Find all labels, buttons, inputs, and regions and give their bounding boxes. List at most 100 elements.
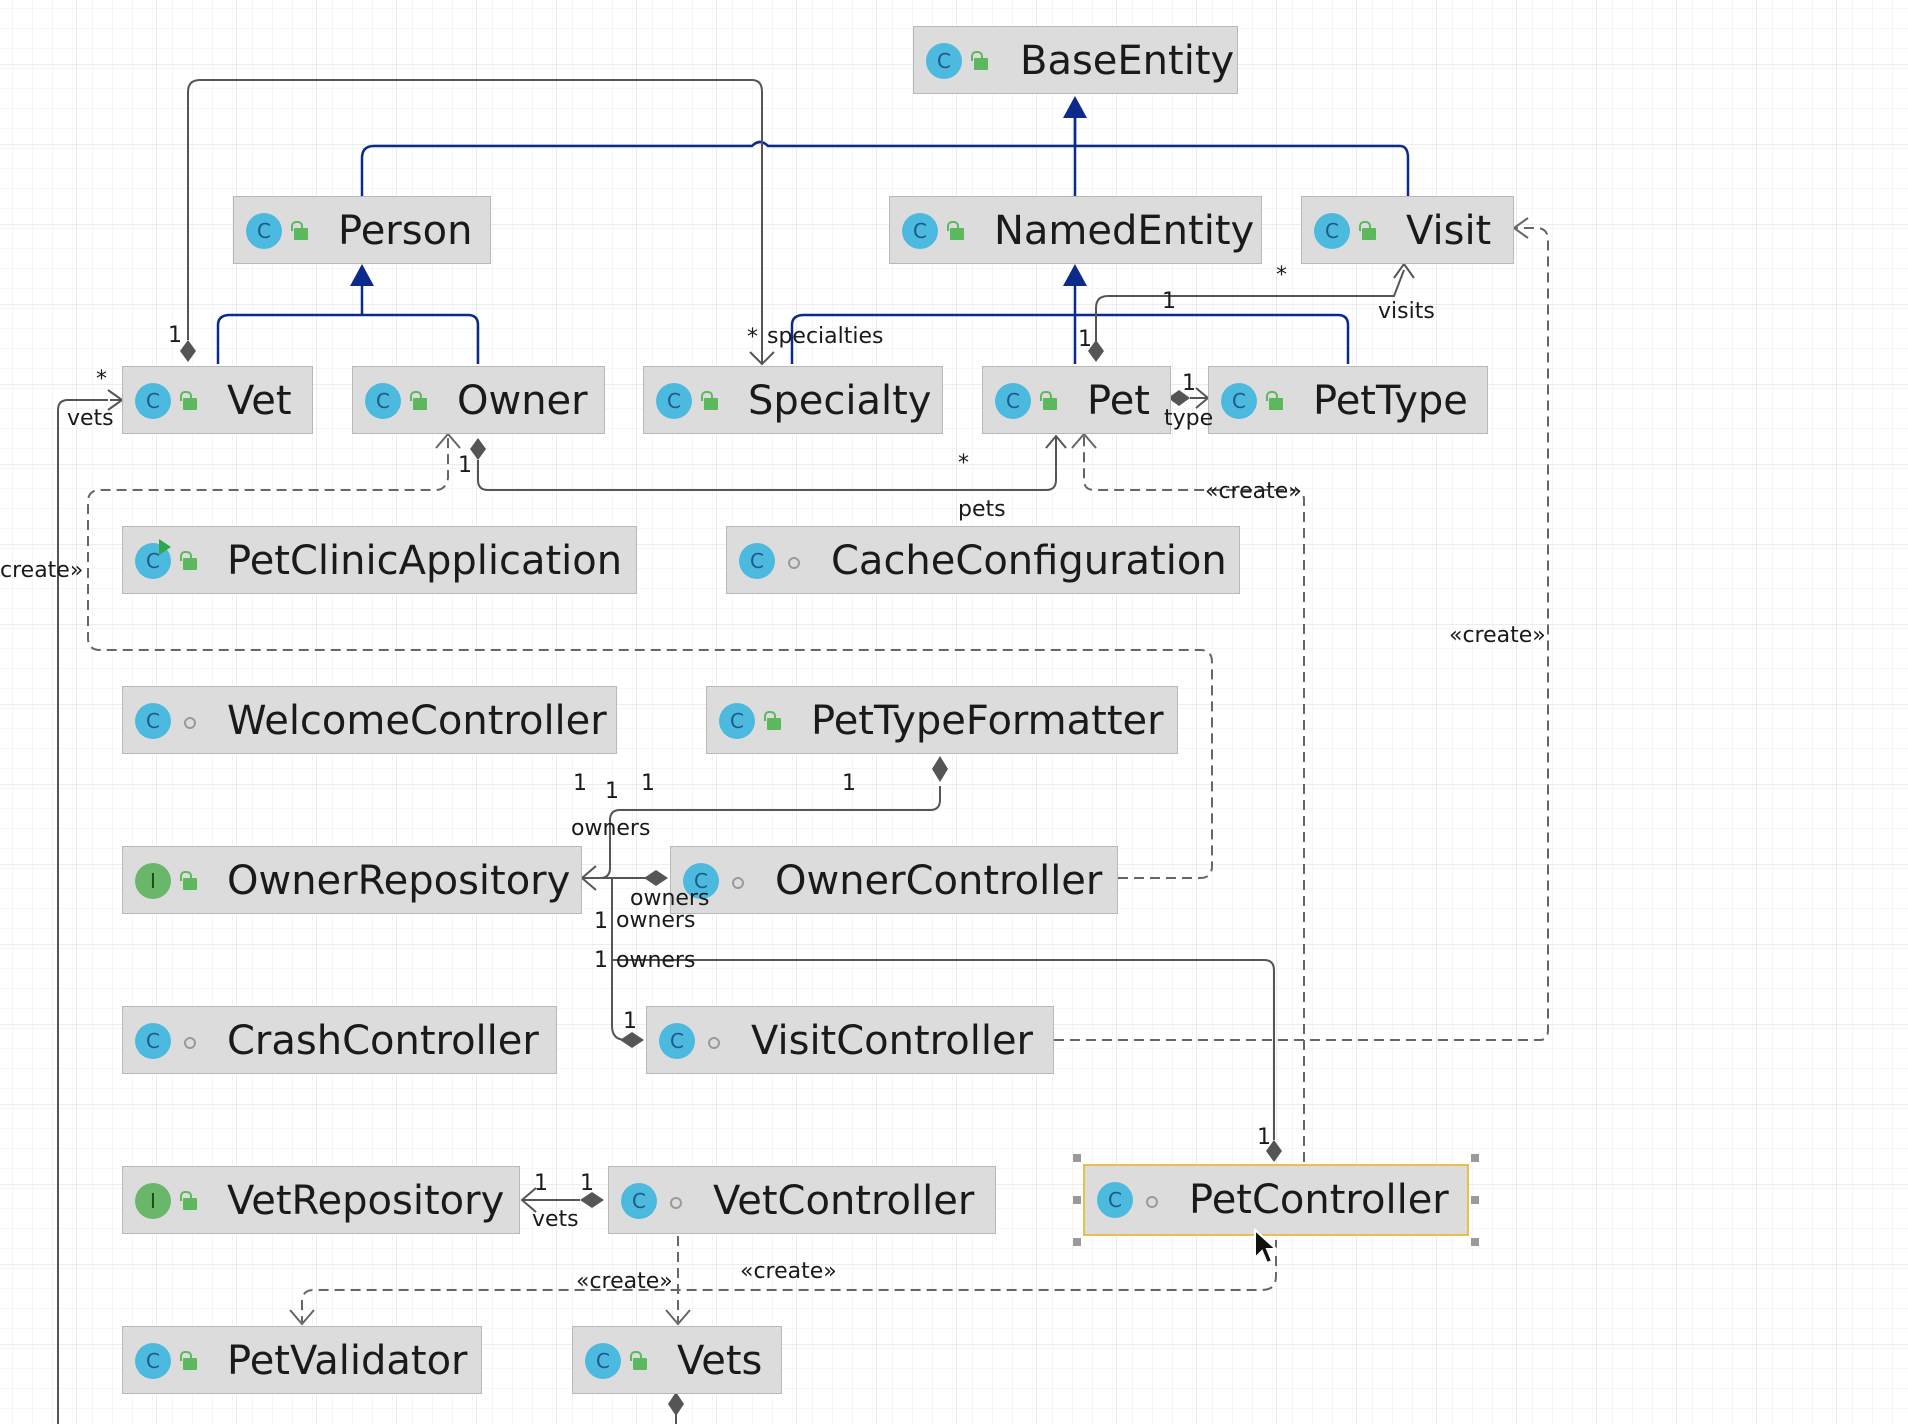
multiplicity-label: * <box>747 325 758 350</box>
node-label: OwnerRepository <box>227 858 571 904</box>
node-visit-controller[interactable]: C VisitController <box>646 1006 1054 1074</box>
multiplicity-label: 1 <box>842 771 856 796</box>
package-private-icon <box>179 1031 199 1051</box>
role-label: owners <box>616 908 696 933</box>
stereotype-label: «create» <box>1449 623 1546 648</box>
role-label: owners <box>616 948 696 973</box>
public-icon <box>1265 391 1285 411</box>
node-pet-type-formatter[interactable]: C PetTypeFormatter <box>706 686 1178 754</box>
stereotype-label: create» <box>0 558 84 583</box>
node-owner[interactable]: C Owner <box>352 366 605 434</box>
selection-handle[interactable] <box>1471 1154 1479 1162</box>
multiplicity-label: 1 <box>1182 371 1196 396</box>
public-icon <box>179 551 199 571</box>
node-pet-clinic-application[interactable]: C PetClinicApplication <box>122 526 637 594</box>
node-vet-controller[interactable]: C VetController <box>608 1166 996 1234</box>
package-private-icon <box>665 1191 685 1211</box>
public-icon <box>970 51 990 71</box>
node-specialty[interactable]: C Specialty <box>643 366 943 434</box>
node-vet[interactable]: C Vet <box>122 366 313 434</box>
multiplicity-label: 1 <box>168 323 182 348</box>
multiplicity-label: 1 <box>594 909 608 934</box>
node-pet[interactable]: C Pet <box>982 366 1171 434</box>
node-base-entity[interactable]: C BaseEntity <box>913 26 1238 94</box>
class-icon: C <box>1314 213 1350 249</box>
node-welcome-controller[interactable]: C WelcomeController <box>122 686 617 754</box>
multiplicity-label: 1 <box>641 771 655 796</box>
node-named-entity[interactable]: C NamedEntity <box>889 196 1262 264</box>
package-private-icon <box>783 551 803 571</box>
node-label: PetController <box>1189 1177 1449 1223</box>
class-icon: C <box>902 213 938 249</box>
public-icon <box>629 1351 649 1371</box>
dependency-arrowheads <box>289 217 1529 1326</box>
package-private-icon <box>727 871 747 891</box>
multiplicity-label: 1 <box>1257 1125 1271 1150</box>
multiplicity-label: 1 <box>458 453 472 478</box>
public-icon <box>409 391 429 411</box>
node-label: NamedEntity <box>994 208 1255 254</box>
node-label: Pet <box>1087 378 1150 424</box>
role-label: pets <box>958 497 1006 522</box>
person-arrowhead <box>350 264 374 286</box>
class-icon: C <box>135 1023 171 1059</box>
multiplicity-label: 1 <box>1078 327 1092 352</box>
class-icon: C <box>683 863 719 899</box>
class-icon: C <box>719 703 755 739</box>
base-entity-arrowhead <box>1063 96 1087 118</box>
node-visit[interactable]: C Visit <box>1301 196 1514 264</box>
node-label: Visit <box>1406 208 1492 254</box>
node-label: PetValidator <box>227 1338 468 1384</box>
public-icon <box>946 221 966 241</box>
multiplicity-label: * <box>1276 263 1287 288</box>
node-pet-validator[interactable]: C PetValidator <box>122 1326 482 1394</box>
selection-handle[interactable] <box>1471 1196 1479 1204</box>
public-icon <box>700 391 720 411</box>
multiplicity-label: 1 <box>573 771 587 796</box>
node-label: CrashController <box>227 1018 539 1064</box>
node-label: Person <box>338 208 473 254</box>
node-vet-repository[interactable]: I VetRepository <box>122 1166 520 1234</box>
class-icon: C <box>926 43 962 79</box>
node-person[interactable]: C Person <box>233 196 491 264</box>
mouse-cursor-icon <box>1254 1228 1279 1265</box>
role-label: vets <box>532 1207 579 1232</box>
class-icon: C <box>656 383 692 419</box>
selection-handle[interactable] <box>1073 1154 1081 1162</box>
node-label: OwnerController <box>775 858 1103 904</box>
node-pet-type[interactable]: C PetType <box>1208 366 1488 434</box>
node-owner-controller[interactable]: C OwnerController <box>670 846 1118 914</box>
node-pet-controller[interactable]: C PetController <box>1083 1164 1469 1236</box>
dependency-edges <box>87 227 1549 1322</box>
selection-handle[interactable] <box>1073 1196 1081 1204</box>
inheritance-edges <box>216 118 1410 364</box>
multiplicity-label: 1 <box>580 1171 594 1196</box>
public-icon <box>179 871 199 891</box>
multiplicity-label: 1 <box>534 1171 548 1196</box>
node-owner-repository[interactable]: I OwnerRepository <box>122 846 582 914</box>
multiplicity-label: 1 <box>623 1009 637 1034</box>
class-icon: C <box>659 1023 695 1059</box>
public-icon <box>290 221 310 241</box>
node-cache-configuration[interactable]: C CacheConfiguration <box>726 526 1240 594</box>
selection-handle[interactable] <box>1073 1238 1081 1246</box>
class-icon: C <box>135 383 171 419</box>
composition-diamonds <box>180 340 1282 1416</box>
node-label: Specialty <box>748 378 932 424</box>
public-icon <box>1039 391 1059 411</box>
selection-handle[interactable] <box>1471 1238 1479 1246</box>
class-icon: C <box>585 1343 621 1379</box>
association-edges <box>57 79 1415 1424</box>
interface-icon: I <box>135 1183 171 1219</box>
node-label: PetTypeFormatter <box>811 698 1164 744</box>
public-icon <box>763 711 783 731</box>
node-label: PetType <box>1313 378 1468 424</box>
multiplicity-label: 1 <box>605 779 619 804</box>
node-label: WelcomeController <box>227 698 607 744</box>
node-vets[interactable]: C Vets <box>572 1326 782 1394</box>
package-private-icon <box>703 1031 723 1051</box>
node-crash-controller[interactable]: C CrashController <box>122 1006 557 1074</box>
run-icon <box>159 539 171 555</box>
